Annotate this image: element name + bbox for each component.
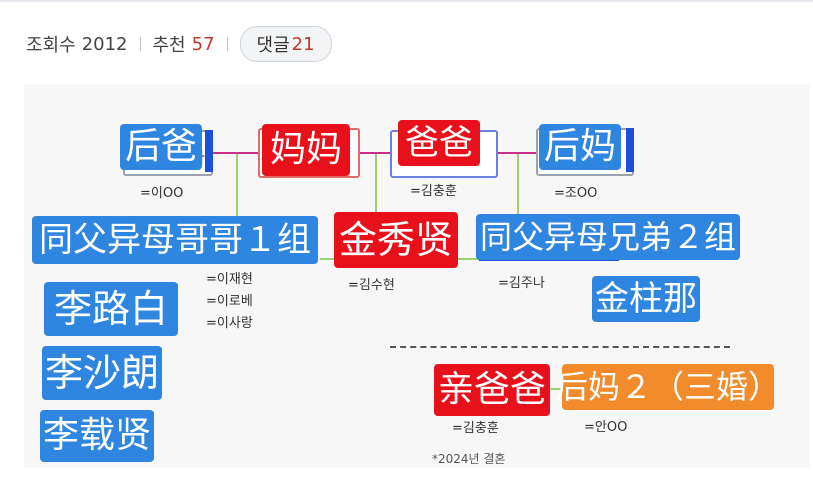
name-juna: =김주나 [498,276,545,291]
marriage-note: *2024년 결혼 [432,452,506,466]
name-new-wife: =안OO [584,420,628,435]
box-accent [205,130,213,172]
name-child-1: =이재현 [206,272,253,287]
child-line-3 [517,154,519,214]
tag-half-siblings-2: 同父异母兄弟２组 [476,214,740,260]
separator-dashed [390,346,730,348]
name-dad-2: =김충훈 [452,421,499,436]
tag-stepmother-2: 后妈２（三婚） [556,364,780,410]
tag-kim-juna: 金柱那 [592,276,700,322]
tag-lee-sarang: 李沙朗 [42,346,162,400]
name-stepmother: =조OO [554,186,598,201]
divider [139,37,141,51]
views-label: 조회수 [26,35,76,56]
post-stats: 조회수 2012 추천 57 댓글 21 [26,26,332,62]
tag-mom: 妈妈 [262,124,350,176]
divider [226,37,228,51]
tag-half-siblings-1: 同父异母哥哥１组 [32,216,318,264]
comments-button[interactable]: 댓글 21 [239,26,332,62]
tag-dad: 爸爸 [398,120,480,166]
tag-kim-suhyun: 金秀贤 [334,212,458,268]
child-line-1 [236,154,238,264]
name-child-2: =이로베 [206,294,253,309]
recommend-count: 57 [191,33,215,55]
top-divider [0,0,813,2]
tag-lee-jaehyun: 李载贤 [40,410,154,462]
name-stepfather: =이OO [140,186,184,201]
tag-real-dad: 亲爸爸 [434,364,550,416]
name-suhyun: =김수현 [348,278,395,293]
child-line-2 [375,154,377,242]
name-child-3: =이사랑 [206,316,253,331]
comments-label: 댓글 [256,35,290,56]
views-count: 2012 [81,33,128,55]
marriage-line-mom-dad [359,152,393,154]
recommend-label: 추천 [152,35,186,56]
tag-lee-lobaek: 李路白 [44,282,178,336]
tag-stepmother: 后妈 [539,124,621,170]
family-tree-image: 바 后爸 妈妈 爸爸 后妈 同父异母哥哥１组 金秀贤 同父异母兄弟２组 李路白 … [24,84,810,468]
comments-count: 21 [291,33,315,55]
box-accent [626,128,634,172]
marriage-line-dad-stepmother [496,152,538,154]
marriage-line-stepfather-mom [212,152,258,154]
tag-stepfather: 后爸 [120,124,202,170]
name-dad: =김충훈 [410,184,457,199]
